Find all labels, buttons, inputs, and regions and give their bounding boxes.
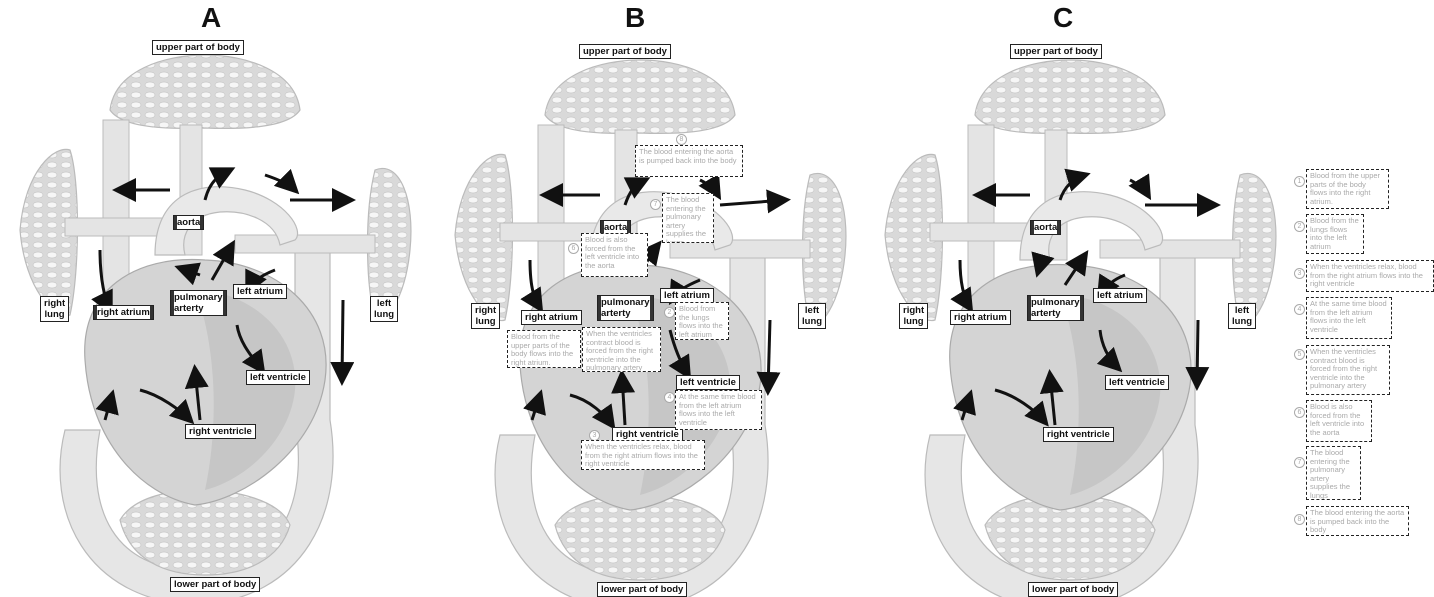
step-number-c-7: 7 <box>1294 457 1305 468</box>
step-box-b-1: Blood from the upper parts of the body f… <box>507 330 581 368</box>
label-right-atrium-a: right atrium <box>93 305 154 320</box>
step-number-b-4: 4 <box>664 392 675 403</box>
step-number-b-6: 6 <box>568 243 579 254</box>
step-number-b-7: 7 <box>650 199 661 210</box>
label-left-lung-c: left lung <box>1228 303 1256 329</box>
step-box-b-2: Blood from the lungs flows into the left… <box>675 302 729 340</box>
heart-diagram-a <box>20 55 411 597</box>
step-number-c-2: 2 <box>1294 221 1305 232</box>
label-left-ventricle-b: left ventricle <box>676 375 740 390</box>
panel-title-a: A <box>201 2 221 34</box>
label-aorta-c: aorta <box>1030 220 1061 235</box>
label-right-lung-c: right lung <box>899 303 928 329</box>
step-number-c-8: 8 <box>1294 514 1305 525</box>
step-number-b-8: 8 <box>676 134 687 145</box>
step-box-b-3: When the ventricles relax, blood from th… <box>581 440 705 470</box>
label-lower-body-b: lower part of body <box>597 582 687 597</box>
label-pulmonary-artery-a: pulmonary arterty <box>170 290 227 316</box>
step-box-c-2: Blood from the lungs flows into the left… <box>1306 214 1364 254</box>
label-left-lung-a: left lung <box>370 296 398 322</box>
label-aorta-a: aorta <box>173 215 204 230</box>
step-box-c-8: The blood entering the aorta is pumped b… <box>1306 506 1409 536</box>
label-left-ventricle-c: left ventricle <box>1105 375 1169 390</box>
step-box-c-3: When the ventricles relax, blood from th… <box>1306 260 1434 292</box>
label-pulmonary-artery-b: pulmonary arterty <box>597 295 654 321</box>
label-lower-body-a: lower part of body <box>170 577 260 592</box>
panel-title-b: B <box>625 2 645 34</box>
label-right-atrium-c: right atrium <box>950 310 1011 325</box>
step-box-c-7: The blood entering the pulmonary artery … <box>1306 446 1361 500</box>
label-left-atrium-b: left atrium <box>660 288 714 303</box>
step-box-b-8: The blood entering the aorta is pumped b… <box>635 145 743 177</box>
step-number-b-2: 2 <box>664 307 675 318</box>
label-right-atrium-b: right atrium <box>521 310 582 325</box>
label-right-ventricle-a: right ventricle <box>185 424 256 439</box>
label-upper-body-c: upper part of body <box>1010 44 1102 59</box>
step-box-c-6: Blood is also forced from the left ventr… <box>1306 400 1372 442</box>
step-box-c-1: Blood from the upper parts of the body f… <box>1306 169 1389 209</box>
label-left-atrium-a: left atrium <box>233 284 287 299</box>
step-number-c-4: 4 <box>1294 304 1305 315</box>
panel-title-c: C <box>1053 2 1073 34</box>
label-left-ventricle-a: left ventricle <box>246 370 310 385</box>
label-right-ventricle-c: right ventricle <box>1043 427 1114 442</box>
label-left-lung-b: left lung <box>798 303 826 329</box>
label-pulmonary-artery-c: pulmonary arterty <box>1027 295 1084 321</box>
label-lower-body-c: lower part of body <box>1028 582 1118 597</box>
label-upper-body-b: upper part of body <box>579 44 671 59</box>
step-number-c-5: 5 <box>1294 349 1305 360</box>
label-right-lung-a: right lung <box>40 296 69 322</box>
label-right-lung-b: right lung <box>471 303 500 329</box>
label-left-atrium-c: left atrium <box>1093 288 1147 303</box>
step-box-c-5: When the ventricles contract blood is fo… <box>1306 345 1390 395</box>
step-box-b-7: The blood entering the pulmonary artery … <box>662 193 714 243</box>
step-box-b-5: When the ventricles contract blood is fo… <box>582 327 661 372</box>
step-box-b-6: Blood is also forced from the left ventr… <box>581 233 648 277</box>
heart-diagram-c <box>885 60 1276 597</box>
step-box-c-4: At the same time blood from the left atr… <box>1306 297 1392 339</box>
step-number-c-3: 3 <box>1294 268 1305 279</box>
step-box-b-4: At the same time blood from the left atr… <box>675 390 762 430</box>
step-number-c-6: 6 <box>1294 407 1305 418</box>
label-upper-body-a: upper part of body <box>152 40 244 55</box>
step-number-c-1: 1 <box>1294 176 1305 187</box>
